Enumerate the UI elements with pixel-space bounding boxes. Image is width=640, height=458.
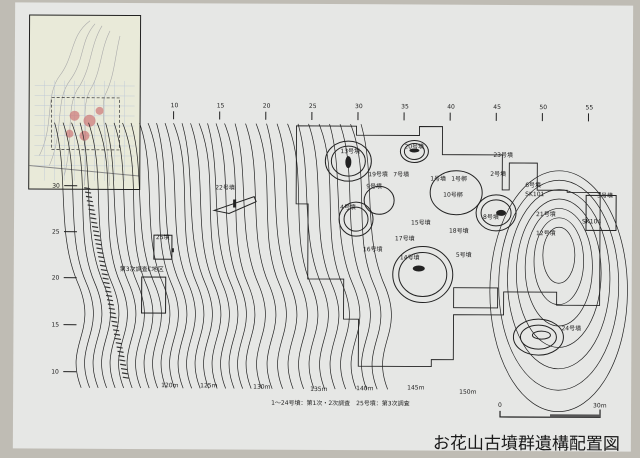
contour-lines: [54, 122, 628, 412]
grid-tick-label-top: 30: [355, 103, 363, 110]
feature-label-t1: 1号墳: [430, 175, 446, 183]
grid-tick-label-top: 15: [217, 102, 225, 109]
feature-label-sk101: SK101: [525, 191, 544, 198]
survey-note: 1～24号墳：第1次・2次調査 25号墳：第3次調査: [271, 399, 410, 408]
coffin-pits: [171, 148, 507, 272]
grid-tick-label-left: 15: [51, 322, 59, 329]
feature-label-t25: 25墳: [156, 233, 170, 241]
feature-label-t12: 12号墳: [536, 229, 556, 237]
feature-label-t18: 18号墳: [449, 227, 469, 235]
location-inset-map: [28, 14, 142, 191]
inset-topo-map: [29, 20, 140, 186]
elevation-label: 140m: [356, 385, 373, 392]
feature-label-t10k: 10号槨: [443, 191, 463, 199]
elevation-label: 145m: [407, 384, 424, 391]
feature-label-t13: 13号墳: [340, 147, 360, 155]
feature-label-t2: 2号墳: [490, 170, 506, 178]
grid-tick-label-top: 55: [586, 104, 594, 111]
feature-label-t6: 6号墳: [525, 181, 541, 189]
grid-tick-label-top: 20: [263, 103, 271, 110]
excavation-area-outline: [295, 125, 601, 368]
page-title: お花山古墳群遺構配置図: [432, 433, 620, 455]
feature-label-c_area: 第3次調査C地区: [120, 265, 164, 273]
elevation-label: 130m: [253, 384, 270, 391]
feature-label-t23: 23号墳: [493, 151, 513, 159]
elevation-label: 120m: [161, 382, 178, 389]
elevation-label: 150m: [459, 389, 476, 396]
burial-mounds: [141, 139, 617, 356]
scale-bar-end: 30m: [593, 402, 607, 409]
grid-tick-label-top: 40: [447, 104, 455, 111]
elevation-label: 125m: [200, 382, 217, 389]
grid-tick-label-top: 10: [171, 102, 179, 109]
feature-label-t17: 17号墳: [395, 234, 415, 242]
grid-tick-label-top: 25: [309, 103, 317, 110]
feature-label-t4: 4号墳: [340, 203, 356, 211]
grid-tick-label-left: 20: [52, 275, 60, 282]
feature-label-t9: 9号墳: [366, 182, 382, 190]
feature-label-sk104: SK104: [582, 218, 601, 225]
feature-label-t22: 22号墳: [215, 183, 235, 191]
feature-label-t1k: 1号槨: [451, 175, 467, 183]
feature-label-t19: 19号墳: [368, 170, 388, 178]
feature-label-t15: 15号墳: [411, 218, 431, 226]
feature-label-t8: 8号墳: [483, 213, 499, 221]
scale-bar-start: 0: [498, 402, 502, 409]
grid-tick-label-top: 50: [539, 104, 547, 111]
display-panel: 10 15 20 25 30 35 40 45 50 55 30 25 20 15 10 120m 125m 1…: [12, 2, 634, 455]
feature-label-t21: 21号墳: [536, 210, 556, 218]
feature-label-t14: 14号墳: [400, 253, 420, 261]
scale-bar: 0 30m: [498, 402, 607, 419]
slope-hachures: [84, 187, 129, 379]
feature-label-t7: 7号墳: [393, 170, 409, 178]
grid-tick-label-left: 30: [52, 183, 60, 190]
feature-label-t20: 20号墳: [404, 142, 424, 150]
feature-label-t24: 24号墳: [561, 324, 581, 332]
feature-label-t5: 5号墳: [456, 251, 472, 259]
feature-label-t16: 16号墳: [363, 245, 383, 253]
elevation-label: 135m: [310, 386, 327, 393]
grid-tick-label-left: 10: [51, 369, 59, 376]
grid-tick-label-top: 45: [493, 104, 501, 111]
grid-tick-label-top: 35: [401, 103, 409, 110]
site-plan-map: 10 15 20 25 30 35 40 45 50 55 30 25 20 15 10 120m 125m 1…: [51, 102, 628, 419]
grid-tick-label-left: 25: [52, 229, 60, 236]
feature-label-t3: 3号墳: [597, 191, 613, 199]
